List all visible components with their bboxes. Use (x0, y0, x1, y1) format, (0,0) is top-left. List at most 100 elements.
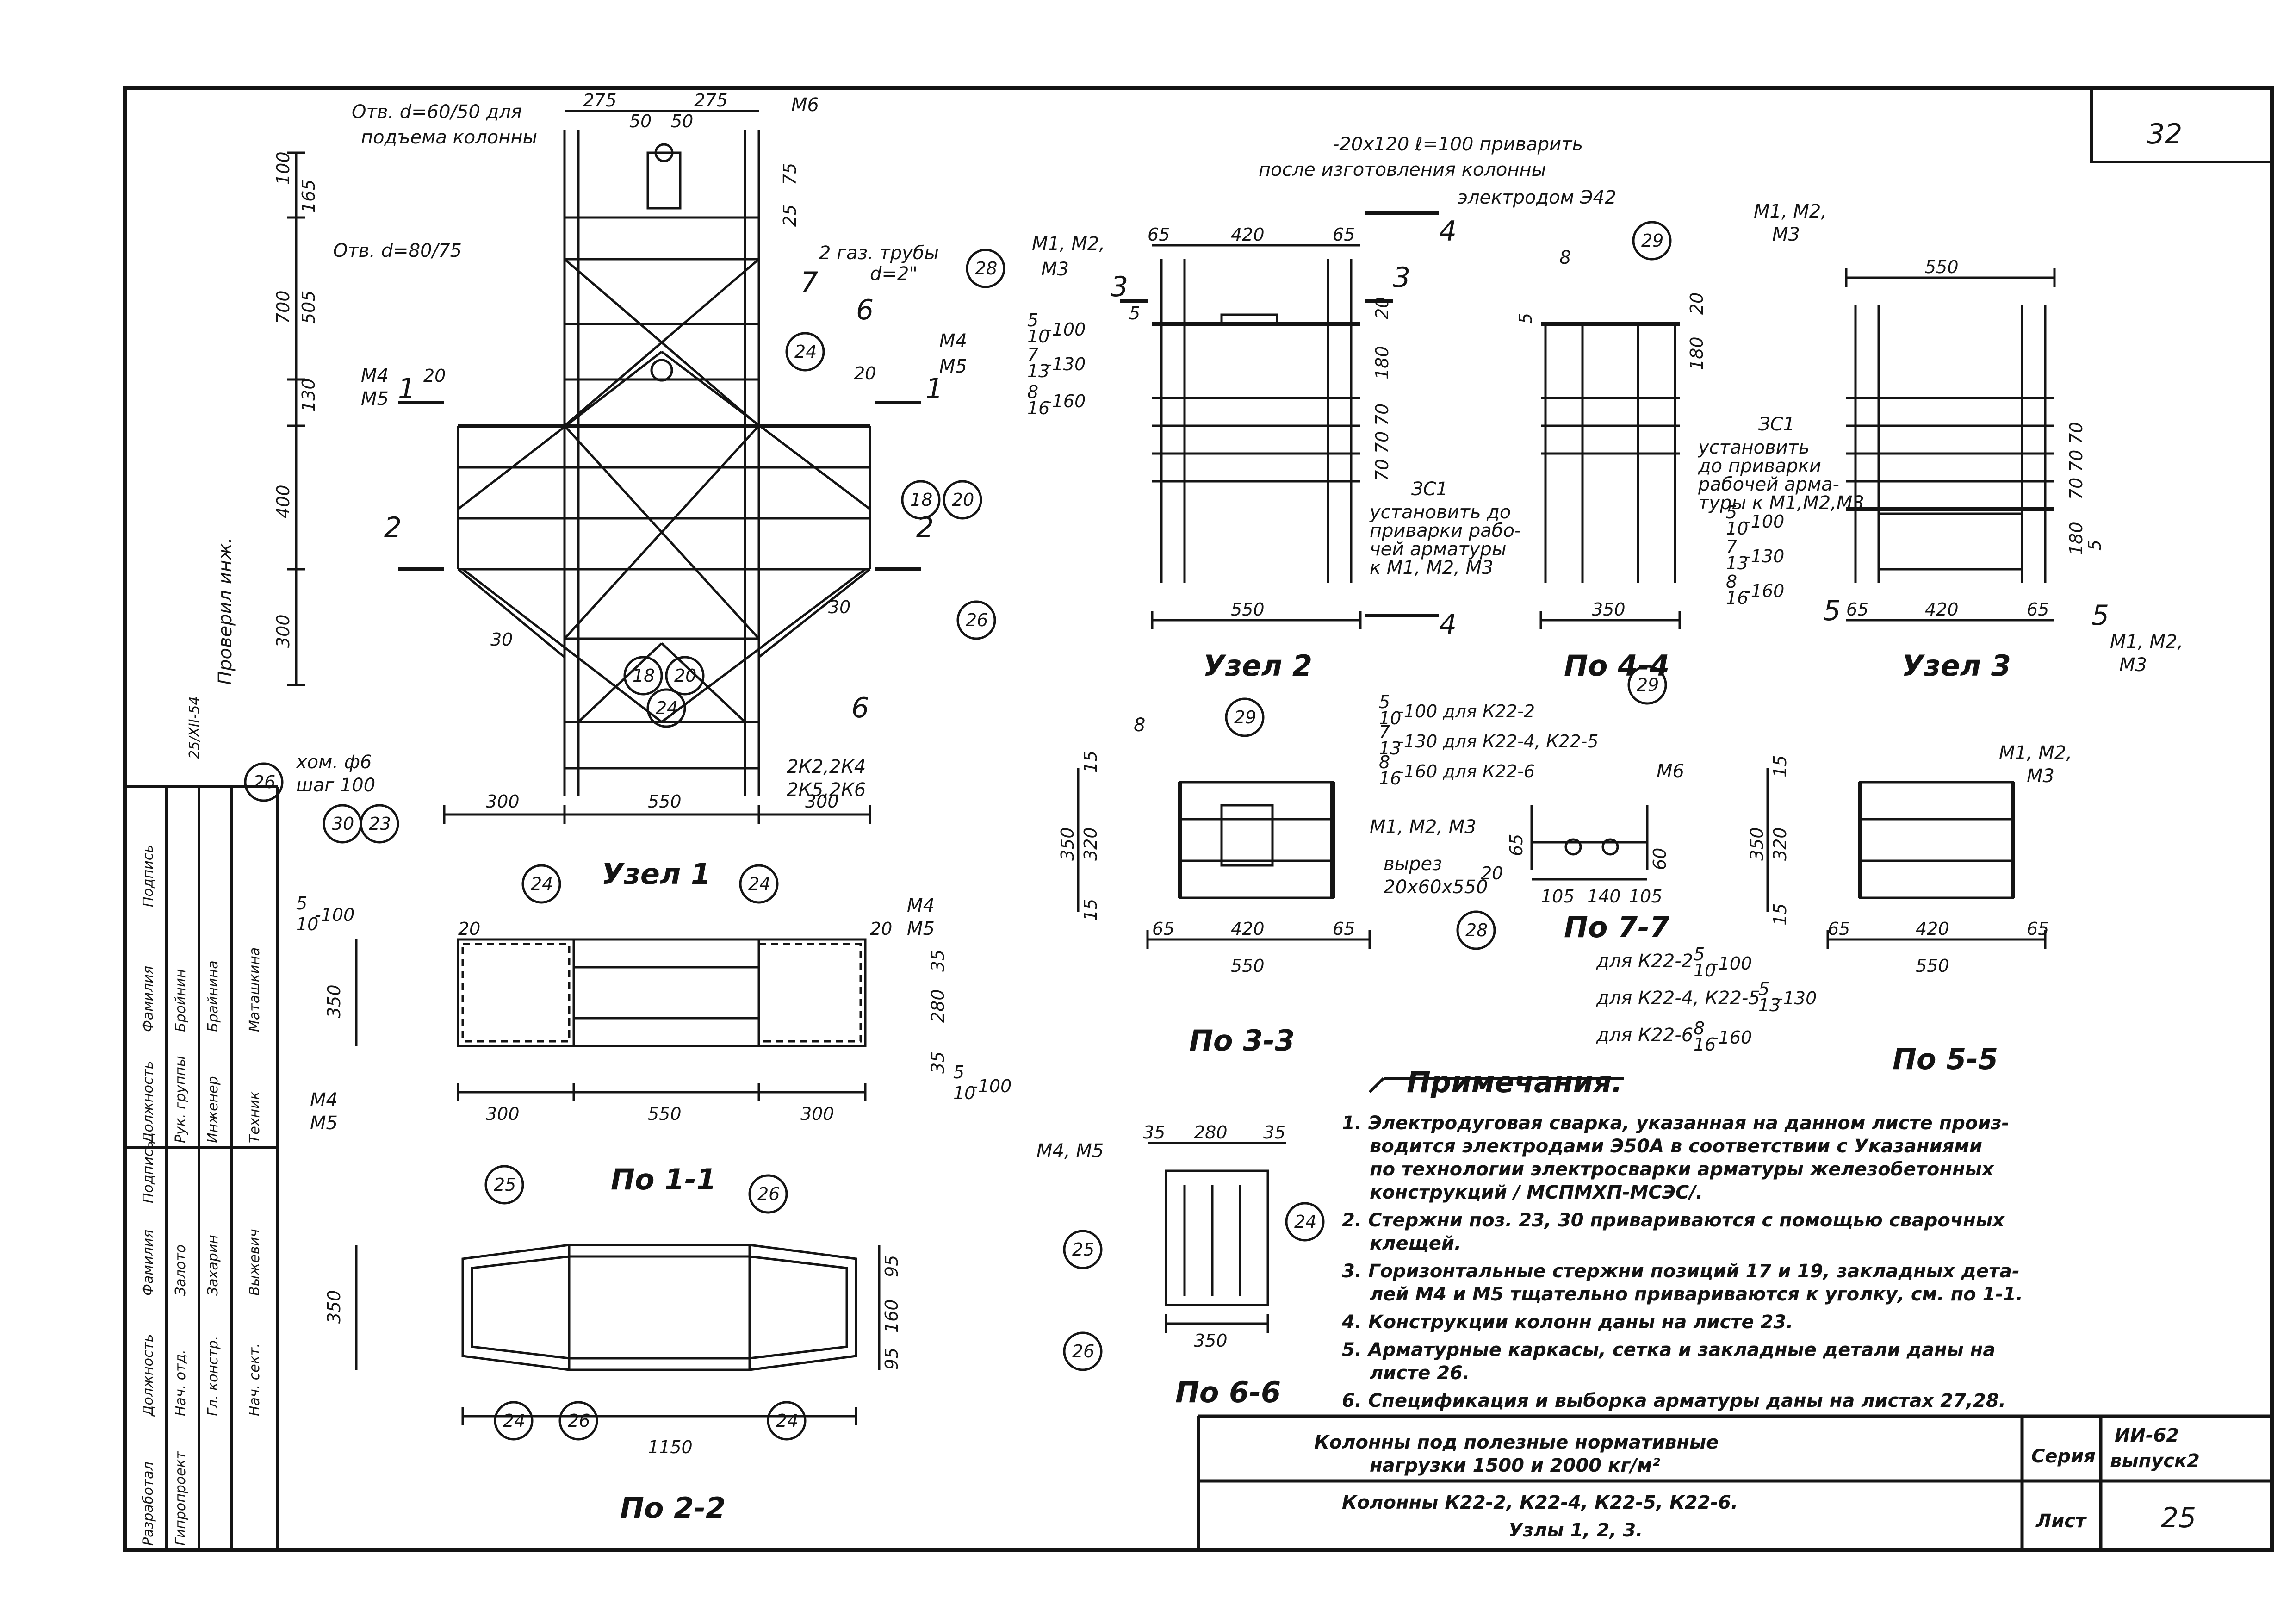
svg-text:для К22-4, К22-5: для К22-4, К22-5 (1596, 988, 1760, 1009)
svg-text:30: 30 (332, 814, 354, 834)
svg-text:туры к М1,М2,М3: туры к М1,М2,М3 (1698, 492, 1864, 514)
section55-title: По 5-5 (1893, 1042, 1998, 1076)
svg-text:26: 26 (253, 772, 275, 792)
svg-text:-130: -130 (1777, 988, 1817, 1008)
svg-text:25: 25 (1072, 1239, 1094, 1260)
svg-text:420: 420 (1925, 599, 1959, 620)
section55-drawing (1766, 768, 2047, 949)
svg-text:хом. ф6: хом. ф6 (295, 752, 372, 773)
svg-text:вырез: вырез (1384, 853, 1442, 875)
svg-text:М5: М5 (310, 1113, 338, 1134)
svg-text:Выжевич: Выжевич (247, 1229, 263, 1296)
svg-text:-130: -130 (1046, 354, 1086, 374)
svg-text:35: 35 (928, 950, 948, 972)
svg-text:8: 8 (1726, 572, 1737, 592)
svg-text:65: 65 (1152, 919, 1174, 939)
node3-drawing (1845, 268, 2056, 622)
svg-text:70: 70 (2066, 478, 2086, 500)
svg-text:20х60х550: 20х60х550 (1384, 877, 1488, 898)
svg-text:Захарин: Захарин (205, 1235, 221, 1296)
svg-text:25: 25 (494, 1175, 516, 1195)
svg-text:4: 4 (1439, 609, 1457, 641)
svg-text:2К2,2К4: 2К2,2К4 (787, 756, 866, 777)
node3-title: Узел 3 (1902, 649, 2011, 683)
svg-text:420: 420 (1231, 224, 1265, 245)
svg-text:5. Арматурные каркасы, сетка: 5. Арматурные каркасы, сетка и закладные… (1342, 1339, 1995, 1361)
svg-text:700: 700 (273, 290, 293, 324)
svg-text:180: 180 (1687, 336, 1707, 370)
sheet-number-box (2090, 87, 2273, 163)
svg-text:лей М4 и М5 тщательно приварив: лей М4 и М5 тщательно привариваются к уг… (1370, 1284, 2023, 1305)
svg-text:350: 350 (324, 984, 344, 1018)
svg-text:5: 5 (296, 893, 307, 914)
node2-labels: -20х120 ℓ=100 приварить после изготовлен… (1027, 134, 1616, 683)
svg-text:20: 20 (1687, 292, 1707, 315)
svg-text:для К22-2: для К22-2 (1596, 951, 1693, 972)
svg-text:10: 10 (1726, 518, 1748, 539)
svg-text:-100 для К22-2: -100 для К22-2 (1397, 701, 1535, 721)
svg-text:15: 15 (1770, 903, 1790, 926)
section77-drawing (1530, 805, 1649, 881)
node2-drawing (1120, 211, 1439, 629)
svg-text:275: 275 (583, 90, 617, 111)
title-line2: нагрузки 1500 и 2000 кг/м² (1370, 1455, 1660, 1476)
svg-text:10: 10 (1027, 326, 1049, 347)
svg-text:7: 7 (1027, 345, 1038, 365)
svg-text:Отв. d=80/75: Отв. d=80/75 (333, 240, 462, 261)
svg-text:18: 18 (910, 490, 932, 510)
section77-labels: М6 вырез 20х60х550 для К22-2 5 10 -100 д… (1384, 761, 1817, 1055)
section11-title: По 1-1 (611, 1163, 716, 1196)
svg-text:5: 5 (2091, 599, 2109, 632)
svg-text:Фамилия: Фамилия (140, 966, 156, 1032)
section44-labels: 8 М1, М2, М3 5 20 180 350 По 4-4 (1515, 201, 1827, 683)
svg-text:М4: М4 (310, 1089, 338, 1111)
svg-text:65: 65 (1333, 919, 1355, 939)
svg-text:7: 7 (800, 266, 818, 298)
svg-text:15: 15 (1080, 899, 1101, 921)
svg-text:180: 180 (1372, 346, 1392, 379)
svg-text:Гипропроект: Гипропроект (173, 1450, 189, 1546)
svg-text:Нач. отд.: Нач. отд. (173, 1349, 189, 1416)
title-line3: Колонны К22-2, К22-4, К22-5, К22-6. (1342, 1492, 1738, 1513)
svg-text:300: 300 (800, 1104, 834, 1124)
svg-text:-20х120 ℓ=100 приварить: -20х120 ℓ=100 приварить (1333, 134, 1583, 155)
title-line1: Колонны под полезные нормативные (1314, 1432, 1719, 1453)
svg-text:Подпись: Подпись (140, 1141, 156, 1203)
stamp-block: Разработал Гипропроект Должность Фамилия… (140, 845, 263, 1546)
svg-text:Фамилия: Фамилия (140, 1230, 156, 1296)
svg-text:-130: -130 (1744, 546, 1784, 566)
svg-text:65: 65 (1846, 599, 1868, 620)
svg-text:5: 5 (1379, 692, 1390, 712)
svg-text:М3: М3 (2119, 654, 2147, 676)
svg-text:70: 70 (2066, 450, 2086, 472)
svg-text:20: 20 (952, 490, 974, 510)
svg-text:3. Горизонтальные стержни поз: 3. Горизонтальные стержни позиций 17 и 1… (1342, 1261, 2020, 1282)
svg-text:24: 24 (794, 342, 817, 362)
section55-labels: М1, М2, М3 15 320 15 350 65 420 65 550 П… (1747, 742, 2072, 1076)
svg-text:24: 24 (656, 698, 678, 718)
svg-text:550: 550 (1231, 956, 1265, 976)
section77-title: По 7-7 (1564, 910, 1670, 944)
svg-text:350: 350 (324, 1290, 344, 1324)
svg-text:130: 130 (298, 378, 319, 412)
svg-text:29: 29 (1234, 707, 1256, 728)
svg-text:8: 8 (1134, 715, 1145, 736)
svg-text:-160: -160 (1744, 581, 1784, 601)
svg-text:25: 25 (780, 205, 800, 227)
sheet-number: 32 (2147, 118, 2182, 150)
section11-drawing (355, 938, 867, 1101)
svg-text:-130 для К22-4, К22-5: -130 для К22-4, К22-5 (1397, 731, 1598, 752)
svg-text:-160: -160 (1046, 391, 1086, 411)
svg-text:М4, М5: М4, М5 (1036, 1140, 1104, 1162)
section66-drawing (1148, 1142, 1286, 1333)
svg-text:для К22-6: для К22-6 (1596, 1025, 1693, 1046)
svg-text:водится электродами Э50А в соо: водится электродами Э50А в соответствии … (1370, 1136, 1982, 1157)
callout-numbers: 28 24 18 20 26 18 20 24 26 30 23 24 24 2… (253, 230, 1663, 1431)
svg-text:400: 400 (273, 485, 293, 518)
svg-text:29: 29 (1637, 675, 1659, 695)
svg-text:420: 420 (1231, 919, 1265, 939)
svg-text:13: 13 (1379, 738, 1401, 759)
svg-text:5: 5 (1726, 502, 1737, 522)
svg-text:листе 26.: листе 26. (1370, 1362, 1470, 1384)
svg-text:24: 24 (748, 874, 770, 894)
